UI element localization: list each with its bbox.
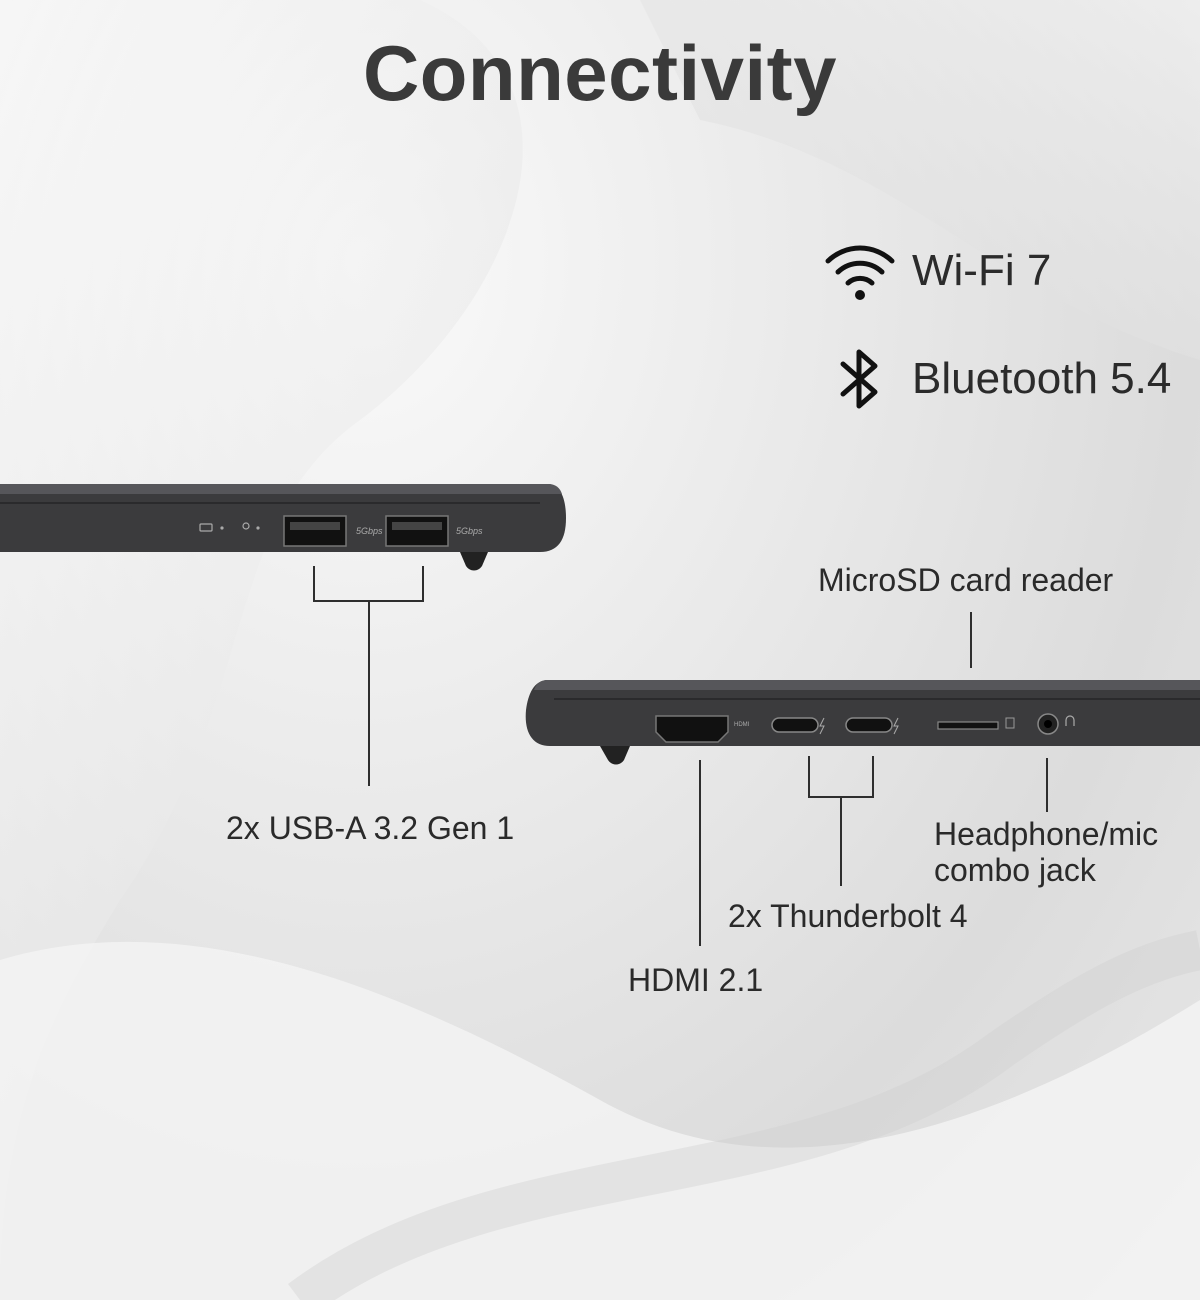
page-title: Connectivity (362, 29, 838, 117)
usb-speed-mark-1: 5Gbps (356, 526, 383, 536)
usb-leader-line (368, 600, 370, 786)
laptop-right-side: HDMI (525, 680, 1200, 765)
bluetooth-icon (820, 344, 900, 414)
bluetooth-spec: Bluetooth 5.4 (820, 344, 1171, 414)
bluetooth-label: Bluetooth 5.4 (912, 354, 1172, 403)
thunderbolt-label: 2x Thunderbolt 4 (728, 898, 968, 934)
headphone-label: Headphone/mic combo jack (934, 816, 1158, 888)
hdmi-port (655, 715, 729, 743)
headphone-label-line-1: Headphone/mic (934, 816, 1159, 852)
usb-bracket-left (313, 566, 315, 602)
microsd-leader-line (970, 612, 972, 668)
headset-icon (1065, 715, 1075, 726)
headphone-leader-line (1046, 758, 1048, 812)
usb-speed-mark-2: 5Gbps (456, 526, 483, 536)
usb-bracket-right (422, 566, 424, 602)
thunderbolt-port-2 (845, 717, 893, 733)
thunderbolt-mark-2 (893, 717, 899, 735)
wifi-spec: Wi-Fi 7 (820, 236, 1051, 306)
thunderbolt-leader-line (840, 796, 842, 886)
wifi-label: Wi-Fi 7 (912, 246, 1052, 295)
microsd-slot (937, 721, 999, 730)
usb-a-label: 2x USB-A 3.2 Gen 1 (226, 810, 515, 846)
thunderbolt-bracket-left (808, 756, 810, 798)
thunderbolt-port-1 (771, 717, 819, 733)
hdmi-mark: HDMI (734, 722, 750, 728)
usb-a-port-1 (283, 515, 347, 547)
sd-card-icon (1005, 717, 1015, 729)
hdmi-label: HDMI 2.1 (628, 962, 764, 998)
microsd-label: MicroSD card reader (818, 562, 1114, 598)
headphone-label-line-2: combo jack (934, 852, 1096, 888)
thunderbolt-bracket-right (872, 756, 874, 798)
laptop-left-side: 5Gbps 5Gbps (0, 484, 566, 571)
status-led-icons (199, 522, 260, 532)
thunderbolt-mark-1 (819, 717, 825, 735)
wifi-icon (820, 236, 900, 306)
hdmi-leader-line (699, 760, 701, 946)
usb-a-port-2 (385, 515, 449, 547)
